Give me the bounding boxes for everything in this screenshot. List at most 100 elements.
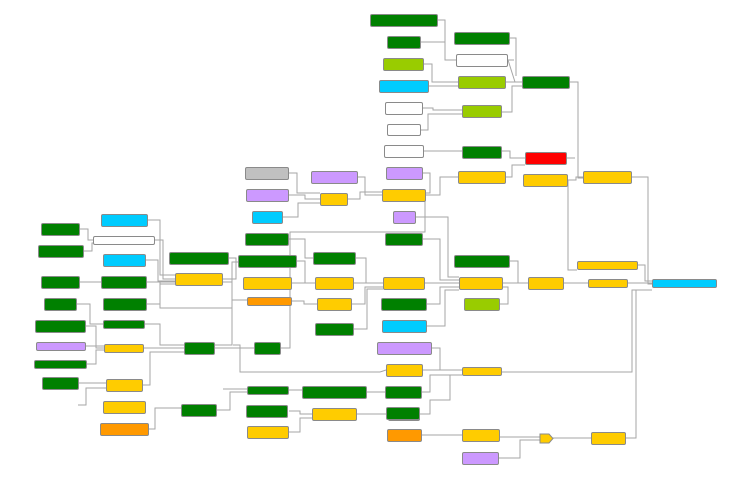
diagram-node-green[interactable] xyxy=(42,377,79,390)
diagram-node-gray[interactable] xyxy=(245,167,289,180)
diagram-node-green[interactable] xyxy=(245,233,289,246)
connector-line xyxy=(297,260,315,284)
diagram-node-green[interactable] xyxy=(522,76,570,89)
diagram-node-green[interactable] xyxy=(184,342,215,355)
diagram-node-yellow[interactable] xyxy=(462,429,500,442)
diagram-node-green[interactable] xyxy=(44,298,77,311)
diagram-node-green[interactable] xyxy=(103,320,145,329)
diagram-node-yellow[interactable] xyxy=(383,277,425,290)
diagram-node-yellow[interactable] xyxy=(528,277,564,290)
diagram-node-purple[interactable] xyxy=(377,342,432,355)
diagram-node-orange[interactable] xyxy=(387,429,422,442)
diagram-node-yellow[interactable] xyxy=(103,401,146,414)
connector-line xyxy=(638,264,652,282)
connector-line xyxy=(424,63,458,83)
diagram-node-purple[interactable] xyxy=(393,211,416,224)
diagram-node-green[interactable] xyxy=(254,342,281,355)
diagram-node-white[interactable] xyxy=(387,124,421,136)
diagram-node-green[interactable] xyxy=(385,233,423,246)
diagram-node-cyan[interactable] xyxy=(101,214,148,227)
diagram-node-lime[interactable] xyxy=(383,58,424,71)
diagram-node-yellow[interactable] xyxy=(588,279,628,288)
diagram-node-green[interactable] xyxy=(34,360,87,369)
diagram-node-yellow[interactable] xyxy=(320,193,348,206)
diagram-node-green[interactable] xyxy=(387,36,421,49)
diagram-node-green[interactable] xyxy=(385,386,422,399)
diagram-node-white[interactable] xyxy=(385,102,423,115)
diagram-node-lime[interactable] xyxy=(458,76,506,89)
connector-line xyxy=(155,239,175,280)
junction-arrow-icon[interactable] xyxy=(539,433,554,444)
diagram-node-cyan[interactable] xyxy=(379,80,429,93)
connector-line xyxy=(87,349,104,365)
diagram-node-yellow[interactable] xyxy=(459,277,503,290)
diagram-node-yellow[interactable] xyxy=(175,273,223,286)
connector-line xyxy=(283,202,320,218)
diagram-node-white[interactable] xyxy=(384,145,424,158)
diagram-node-yellow[interactable] xyxy=(583,171,632,184)
diagram-node-orange[interactable] xyxy=(100,423,149,436)
connector-line xyxy=(358,176,382,196)
diagram-node-yellow[interactable] xyxy=(243,277,292,290)
connector-line xyxy=(84,242,93,252)
diagram-node-cyan[interactable] xyxy=(103,254,146,267)
connector-line xyxy=(223,257,237,280)
diagram-node-green[interactable] xyxy=(246,405,288,418)
diagram-node-green[interactable] xyxy=(454,255,510,268)
diagram-node-purple[interactable] xyxy=(462,452,499,465)
diagram-node-yellow[interactable] xyxy=(523,174,568,187)
diagram-node-green[interactable] xyxy=(247,386,289,395)
diagram-node-purple[interactable] xyxy=(36,342,86,351)
diagram-node-purple[interactable] xyxy=(386,167,423,180)
diagram-node-yellow[interactable] xyxy=(104,344,144,353)
diagram-node-green[interactable] xyxy=(35,320,86,333)
diagram-node-white[interactable] xyxy=(93,236,155,245)
diagram-node-yellow[interactable] xyxy=(106,379,143,392)
connector-line xyxy=(233,344,387,373)
diagram-node-green[interactable] xyxy=(41,276,80,289)
diagram-node-green[interactable] xyxy=(41,223,80,236)
diagram-node-green[interactable] xyxy=(386,407,420,420)
diagram-node-yellow[interactable] xyxy=(315,277,354,290)
diagram-node-green[interactable] xyxy=(302,386,367,399)
diagram-node-lime[interactable] xyxy=(464,298,500,311)
diagram-node-green[interactable] xyxy=(101,276,147,289)
diagram-node-cyan[interactable] xyxy=(382,320,427,333)
diagram-node-yellow[interactable] xyxy=(458,171,506,184)
diagram-node-green[interactable] xyxy=(315,323,354,336)
diagram-node-orange[interactable] xyxy=(247,297,292,306)
diagram-node-yellow[interactable] xyxy=(317,298,352,311)
diagram-node-green[interactable] xyxy=(454,32,510,45)
diagram-node-green[interactable] xyxy=(313,252,356,265)
connector-line xyxy=(568,176,583,181)
diagram-node-green[interactable] xyxy=(181,404,217,417)
diagram-node-green[interactable] xyxy=(370,14,438,27)
diagram-node-green[interactable] xyxy=(381,298,427,311)
diagram-node-yellow[interactable] xyxy=(386,364,423,377)
diagram-node-yellow[interactable] xyxy=(382,189,426,202)
diagram-node-purple[interactable] xyxy=(311,171,358,184)
diagram-node-green[interactable] xyxy=(238,255,297,268)
connector-line xyxy=(86,325,104,349)
diagram-node-white[interactable] xyxy=(456,54,508,67)
diagram-node-cyan[interactable] xyxy=(652,279,717,288)
connector-line xyxy=(420,374,462,415)
diagram-node-green[interactable] xyxy=(38,245,84,258)
connector-line xyxy=(289,417,312,433)
diagram-node-green[interactable] xyxy=(462,146,502,159)
diagram-node-yellow[interactable] xyxy=(591,432,626,445)
diagram-node-purple[interactable] xyxy=(246,189,289,202)
diagram-node-yellow[interactable] xyxy=(312,408,357,421)
diagram-node-yellow[interactable] xyxy=(577,261,638,270)
diagram-node-red[interactable] xyxy=(525,152,567,165)
diagram-node-lime[interactable] xyxy=(462,105,502,118)
connector-line xyxy=(356,257,383,284)
diagram-node-green[interactable] xyxy=(103,298,147,311)
diagram-node-yellow[interactable] xyxy=(462,367,502,376)
connector-line xyxy=(289,410,312,415)
connector-line xyxy=(500,286,509,305)
diagram-node-green[interactable] xyxy=(169,252,229,265)
diagram-node-yellow[interactable] xyxy=(247,426,289,439)
diagram-node-cyan[interactable] xyxy=(252,211,283,224)
connector-line xyxy=(352,286,383,305)
